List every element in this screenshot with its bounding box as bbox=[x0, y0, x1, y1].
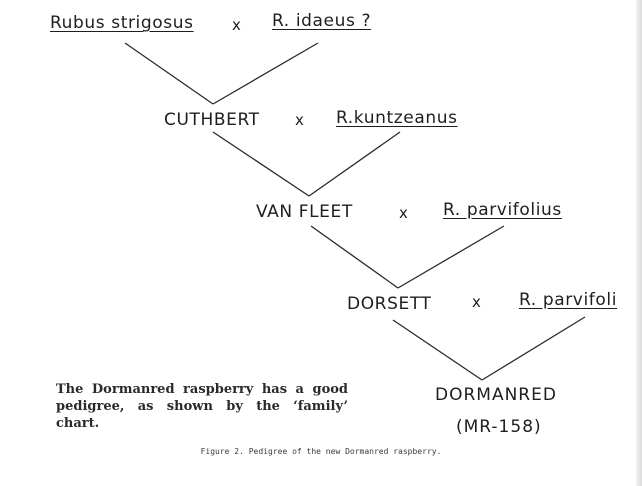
parent-r-kuntzeanus: R.kuntzeanus bbox=[336, 108, 458, 128]
figure-caption: Figure 2. Pedigree of the new Dormanred … bbox=[200, 447, 442, 456]
cultivar-code: (MR-158) bbox=[456, 417, 542, 437]
cross-symbol: x bbox=[399, 204, 409, 222]
line-gen1-right bbox=[212, 42, 319, 105]
cross-symbol: x bbox=[295, 111, 305, 129]
parent-rubus-strigosus: Rubus strigosus bbox=[50, 13, 194, 33]
line-gen3-right bbox=[397, 225, 505, 289]
line-gen4-left bbox=[392, 319, 483, 381]
line-gen2-right bbox=[308, 131, 401, 197]
parent-r-parvifolius: R. parvifolius bbox=[443, 200, 562, 220]
cross-symbol: x bbox=[232, 16, 242, 34]
cross-symbol: x bbox=[472, 293, 482, 311]
parent-r-parvifolius-2: R. parvifoli bbox=[519, 290, 618, 310]
line-gen4-right bbox=[481, 316, 586, 381]
line-gen1-left bbox=[124, 42, 214, 105]
line-gen3-left bbox=[310, 225, 399, 289]
line-gen2-left bbox=[212, 131, 310, 197]
cultivar-van-fleet: VAN FLEET bbox=[256, 202, 353, 222]
chart-caption: The Dormanred raspberry has a good pedig… bbox=[56, 382, 348, 431]
page-edge bbox=[636, 0, 642, 486]
cultivar-dorsett: DORSETT bbox=[347, 294, 432, 314]
cultivar-dormanred: DORMANRED bbox=[435, 385, 557, 405]
parent-r-idaeus: R. idaeus ? bbox=[272, 11, 372, 31]
cultivar-cuthbert: CUTHBERT bbox=[164, 110, 260, 130]
